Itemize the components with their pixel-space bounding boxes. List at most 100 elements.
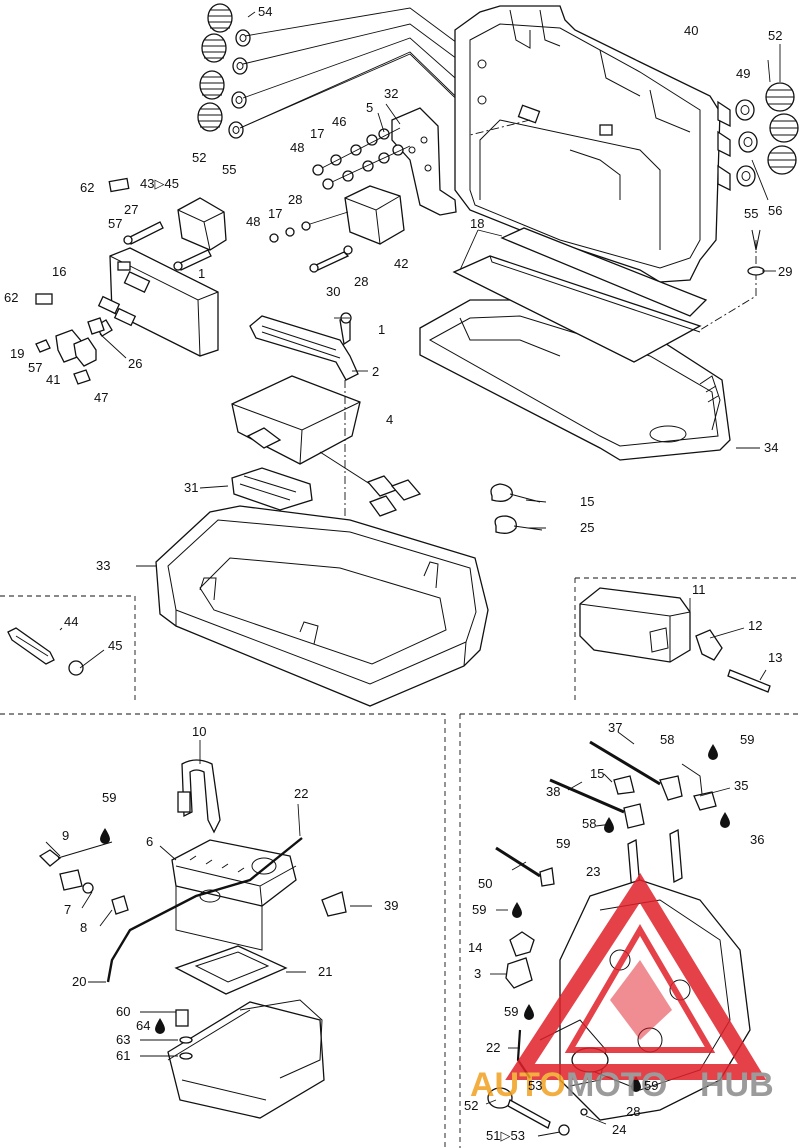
callout-14: 14	[468, 940, 482, 955]
drop-icon	[631, 1076, 641, 1092]
callout-56: 56	[768, 203, 782, 218]
panel-18	[452, 227, 708, 363]
callout-5: 5	[366, 100, 373, 115]
callout-48: 48	[246, 214, 260, 229]
electrical-box-housing	[454, 5, 721, 283]
callout-3: 3	[474, 966, 481, 981]
bracket-32-assembly	[312, 103, 457, 216]
ground-strap-44	[7, 627, 84, 676]
screw-29-axis	[699, 240, 757, 331]
callout-24: 24	[612, 1122, 626, 1137]
callout-4: 4	[386, 412, 393, 427]
callout-17: 17	[268, 206, 282, 221]
fuse-holder-parts	[35, 317, 127, 385]
callout-45: 45	[108, 638, 122, 653]
callout-59: 59	[740, 732, 754, 747]
callout-50: 50	[478, 876, 492, 891]
callout-39: 39	[384, 898, 398, 913]
callout-32: 32	[384, 86, 398, 101]
callout-55: 55	[222, 162, 236, 177]
callout-37: 37	[608, 720, 622, 735]
grommets-right-group	[717, 59, 799, 201]
drop-icon	[100, 828, 110, 844]
callout-51-53: 51▷53	[486, 1128, 525, 1143]
callout-59: 59	[102, 790, 116, 805]
callout-59: 59	[472, 902, 486, 917]
wire-20-22	[106, 837, 303, 983]
callout-62: 62	[80, 180, 94, 195]
callout-58: 58	[582, 816, 596, 831]
callout-11: 11	[692, 582, 706, 597]
callout-63: 63	[116, 1032, 130, 1047]
callout-1: 1	[198, 266, 205, 281]
callout-53: 53	[528, 1078, 542, 1093]
drop-icon	[512, 902, 522, 918]
battery-tray-33	[155, 505, 489, 707]
callout-28: 28	[626, 1104, 640, 1119]
callout-58: 58	[660, 732, 674, 747]
callout-57: 57	[108, 216, 122, 231]
callout-54: 54	[258, 4, 272, 19]
module-4	[231, 375, 422, 517]
callout-7: 7	[64, 902, 71, 917]
callout-23: 23	[586, 864, 600, 879]
callout-27: 27	[124, 202, 138, 217]
callout-47: 47	[94, 390, 108, 405]
drop-icon	[604, 817, 614, 833]
callout-31: 31	[184, 480, 198, 495]
callout-42: 42	[394, 256, 408, 271]
callout-25: 25	[580, 520, 594, 535]
circuit-board-16	[35, 247, 219, 357]
callout-43-45: 43▷45	[140, 176, 179, 191]
callout-30: 30	[326, 284, 340, 299]
bracket-43-45-assembly	[108, 177, 227, 271]
callout-10: 10	[192, 724, 206, 739]
drop-icon	[524, 1004, 534, 1020]
callout-28: 28	[288, 192, 302, 207]
callout-19: 19	[10, 346, 24, 361]
callout-40: 40	[684, 23, 698, 38]
watermark-word-auto: AUTO	[470, 1066, 566, 1104]
callout-33: 33	[96, 558, 110, 573]
callout-18: 18	[470, 216, 484, 231]
callout-52: 52	[464, 1098, 478, 1113]
drop-icons	[100, 744, 730, 1092]
callout-15: 15	[580, 494, 594, 509]
callout-1: 1	[378, 322, 385, 337]
clip-3-14	[505, 931, 535, 989]
callout-41: 41	[46, 372, 60, 387]
bolts-7-8-9	[38, 841, 129, 915]
callout-49: 49	[736, 66, 750, 81]
callout-35: 35	[734, 778, 748, 793]
drop-icon	[155, 1018, 165, 1034]
callout-64: 64	[136, 1018, 150, 1033]
callout-16: 16	[52, 264, 66, 279]
watermark-word-moto: MOTO	[566, 1066, 667, 1104]
callout-44: 44	[64, 614, 78, 629]
callout-55: 55	[744, 206, 758, 221]
cover-21	[174, 945, 288, 995]
clamps-15-25	[490, 483, 543, 534]
callout-62: 62	[4, 290, 18, 305]
callout-59: 59	[504, 1004, 518, 1019]
section-borders	[0, 577, 800, 1148]
callout-labels: 54 40 52 49 5 32 46 17 48 52 55 56 55 29…	[4, 4, 792, 1143]
callout-38: 38	[546, 784, 560, 799]
callout-61: 61	[116, 1048, 130, 1063]
foam-31	[231, 467, 313, 511]
callout-8: 8	[80, 920, 87, 935]
callout-59: 59	[644, 1078, 658, 1093]
battery-11	[579, 587, 771, 693]
callout-57: 57	[28, 360, 42, 375]
callout-26: 26	[128, 356, 142, 371]
automotohub-watermark: AUTO MOTO HUB	[470, 872, 774, 1104]
drop-icon	[708, 744, 718, 760]
fuse-box-base	[167, 999, 325, 1119]
callout-9: 9	[62, 828, 69, 843]
drop-icon	[720, 812, 730, 828]
callout-20: 20	[72, 974, 86, 989]
callout-52: 52	[192, 150, 206, 165]
callout-29: 29	[778, 264, 792, 279]
strap-10	[177, 759, 221, 834]
